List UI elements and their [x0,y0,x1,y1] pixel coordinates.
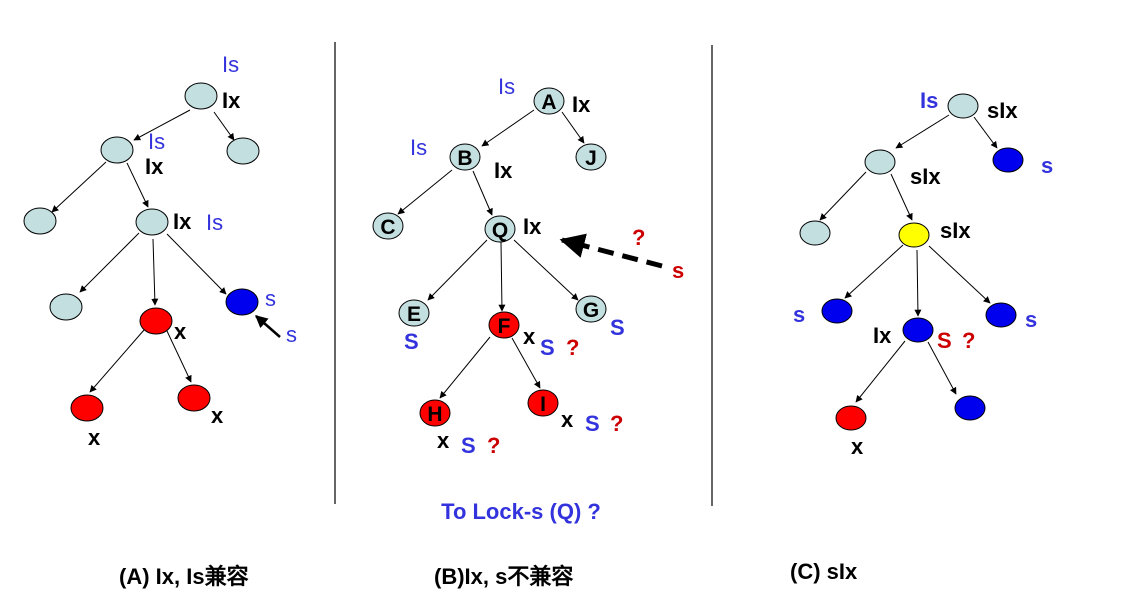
lock-label: sIx [987,98,1018,123]
lock-label: s [672,258,684,283]
panel-b [397,109,663,399]
tree-node-g [575,295,607,323]
lock-label: sIx [910,164,941,189]
lock-label: S [610,315,625,340]
lock-label: x [211,403,224,428]
tree-node-b [449,143,481,171]
tree-node-blue [992,147,1024,173]
lock-label: s [265,286,276,311]
tree-node-a [533,87,565,115]
tree-node [947,93,979,119]
lock-label: ? [487,433,500,458]
tree-node-red [139,307,173,335]
lock-label: S [540,335,555,360]
lock-label: sIx [940,218,971,243]
tree-node [23,207,57,235]
tree-node [226,137,260,165]
lock-label: Is [920,88,938,113]
node-letter: J [585,147,597,170]
lock-label: x [88,425,101,450]
lock-label: S [461,433,476,458]
lock-label: x [851,434,864,459]
lock-label: Is [222,52,239,77]
caption-panel-b: (B)Ix, s不兼容 [434,564,573,589]
node-letter: E [407,303,421,326]
panel-c [819,114,998,403]
lock-label: s [1025,307,1037,332]
lock-label: s [1041,153,1053,178]
lock-label: Is [410,135,427,160]
tree-node-red [835,405,867,431]
lock-label: x [437,428,450,453]
tree-node-blue [902,317,934,343]
lock-label: Is [498,74,515,99]
tree-node-j [575,143,607,171]
tree-node-i [527,389,559,417]
lock-label: S [937,328,952,353]
tree-node [864,149,896,175]
node-letter: A [541,91,556,114]
tree-node-red [70,394,104,422]
lock-label: Ix [173,209,192,234]
lock-label: x [523,324,536,349]
lock-question: To Lock-s (Q) ? [441,499,601,524]
lock-label: s [286,322,297,347]
node-letter: G [583,299,599,322]
lock-label: S [404,329,419,354]
node-letter: I [540,393,546,416]
node-letter: Q [492,219,508,242]
lock-label: S [585,411,600,436]
tree-node-c [372,212,404,240]
tree-node-red [177,384,211,412]
caption-panel-c: (C) sIx [790,559,858,584]
lock-label: Ix [222,88,241,113]
lock-label: ? [962,328,975,353]
lock-label: ? [610,411,623,436]
tree-node-f [488,311,520,339]
panel-a [51,109,281,393]
node-letter: C [380,216,395,239]
tree-node-e [398,299,430,327]
tree-node [100,136,134,164]
node-letter: B [457,147,472,170]
tree-node-blue [821,298,853,324]
lock-label: Ix [494,158,513,183]
lock-label: Ix [572,92,591,117]
tree-node [184,82,218,110]
lock-label: Ix [145,154,164,179]
lock-label: ? [566,335,579,360]
lock-label: x [561,407,574,432]
tree-node-blue [985,302,1017,328]
tree-node-blue [954,395,986,421]
lock-label: Is [148,129,165,154]
lock-label: Is [206,210,223,235]
tree-node-h [419,399,451,427]
lock-label: x [174,319,187,344]
caption-panel-a: (A) Ix, Is兼容 [119,564,249,589]
tree-node-blue [225,288,259,316]
lock-label: Ix [523,214,542,239]
node-letter: H [427,403,442,426]
tree-node [49,293,83,321]
tree-node-q [484,215,516,243]
tree-node [135,208,169,236]
tree-node-yellow [898,222,930,248]
lock-label: Ix [873,323,892,348]
tree-node [799,220,831,246]
node-letter: F [498,315,511,338]
lock-label: s [793,302,805,327]
lock-label: ? [632,225,645,250]
